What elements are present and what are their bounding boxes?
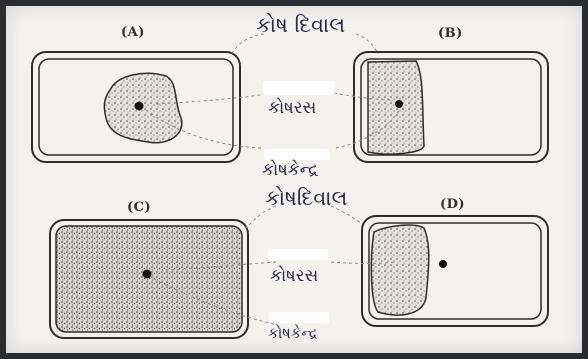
worksheet-page: (A) (B) (C) (D) કોષ દિવાલ કોષરસ કોષકેન્દ… [6,6,582,353]
bottom-cell-wall-label: કોષદિવાલ [265,186,347,211]
cell-b-nucleus [395,100,403,108]
blank-tape-2 [264,149,330,160]
cell-a-nucleus [135,102,144,111]
cell-c [50,220,248,338]
cell-d-cytoplasm [371,225,428,315]
cell-b-label: (B) [438,26,463,41]
cell-a-cytoplasm [104,73,181,142]
blank-tape-3 [268,249,328,260]
top-nucleus-label: કોષકેન્દ્ર [262,160,318,180]
cell-b [354,52,548,162]
cell-b-cytoplasm [368,61,424,154]
cell-a [32,52,240,162]
top-cytoplasm-label: કોષરસ [268,98,316,118]
cell-c-nucleus [143,270,152,279]
cell-a-label: (A) [121,25,145,40]
cell-d-label: (D) [440,197,465,212]
cell-c-label: (C) [127,200,151,215]
cell-c-wall-inner [56,226,242,332]
blank-tape-1 [263,81,335,95]
bottom-cytoplasm-label: કોષરસ [270,266,318,286]
bottom-nucleus-label: કોષકેન્દ્ર [268,324,318,342]
cell-d [362,216,548,326]
blank-tape-4 [269,312,329,323]
cell-d-nucleus [439,260,447,268]
top-cell-wall-label: કોષ દિવાલ [256,13,345,38]
